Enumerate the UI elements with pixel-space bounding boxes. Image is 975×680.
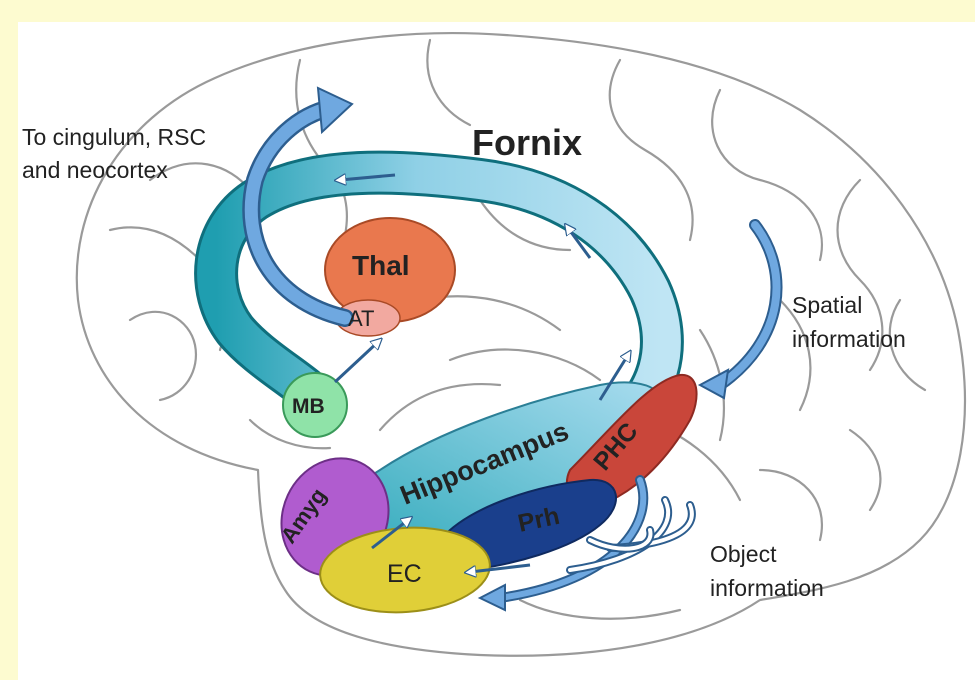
- flow-arrows: [335, 175, 628, 572]
- at-label: AT: [348, 306, 374, 331]
- cingulum-label-line1: To cingulum, RSC: [22, 124, 206, 150]
- spatial-label-line2: information: [792, 326, 906, 352]
- mb-region: [282, 372, 348, 438]
- fornix-pathway: [194, 150, 684, 452]
- brain-outline: [75, 32, 966, 657]
- object-label-line2: information: [710, 575, 824, 601]
- object-label-line1: Object: [710, 541, 777, 567]
- mb-label: MB: [292, 395, 325, 418]
- cingulum-arrowhead: [316, 86, 354, 135]
- object-arrows: [477, 475, 696, 612]
- fornix-label: Fornix: [472, 122, 582, 163]
- thal-label: Thal: [352, 250, 410, 281]
- cingulum-label-line2: and neocortex: [22, 157, 168, 183]
- ec-label: EC: [387, 560, 422, 588]
- spatial-label-line1: Spatial: [792, 292, 862, 318]
